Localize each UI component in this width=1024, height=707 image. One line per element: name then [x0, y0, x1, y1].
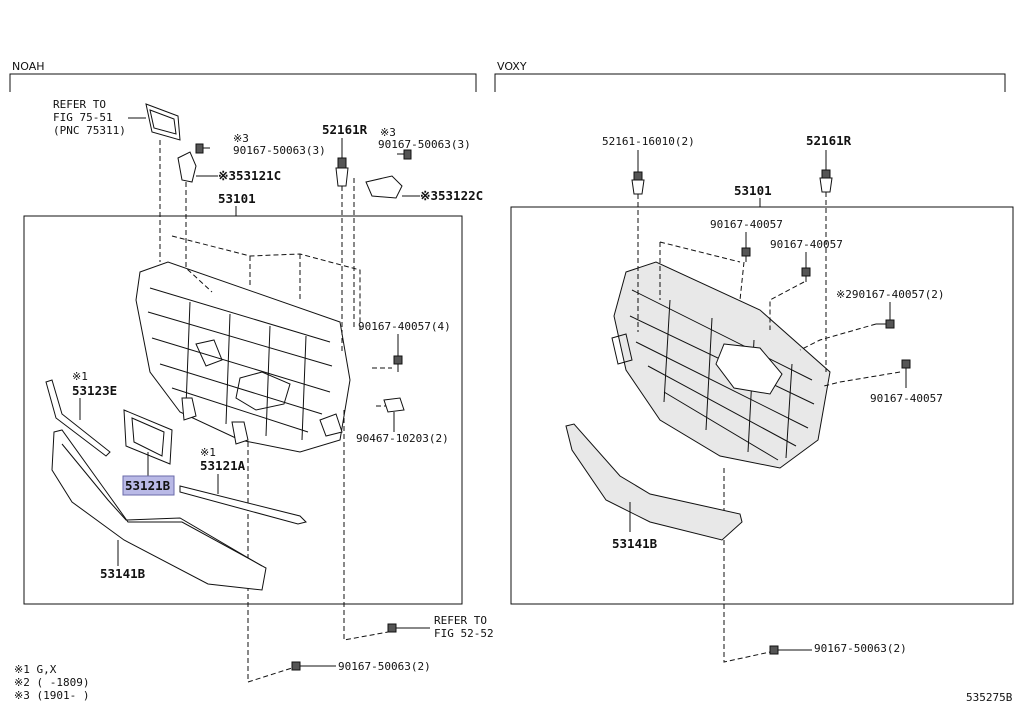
part-number-90467-10203-2[interactable]: 90467-10203(2)	[356, 432, 449, 445]
emblem-bracket-part	[145, 103, 181, 141]
lower-molding-53141b-voxy	[565, 423, 743, 541]
note-ref-1-a: ※1	[72, 370, 88, 383]
part-number-53141b-voxy[interactable]: 53141B	[612, 536, 658, 551]
note-ref-3-b: ※3	[380, 126, 396, 139]
part-number-90167-50063-3-right[interactable]: 90167-50063(3)	[378, 138, 471, 151]
molding-53121a-part	[179, 485, 307, 525]
part-number-90167-40057-b[interactable]: 90167-40057	[770, 238, 843, 251]
part-number-90167-50063-2-noah[interactable]: 90167-50063(2)	[338, 660, 431, 673]
part-number-53101-noah[interactable]: 53101	[218, 191, 256, 206]
lower-molding-53141b-noah	[51, 429, 267, 591]
bolt-icon	[195, 143, 210, 154]
part-number-53123e[interactable]: 53123E	[72, 383, 117, 398]
part-number-90167-50063-2-voxy[interactable]: 90167-50063(2)	[814, 642, 907, 655]
bolt-icon	[901, 359, 911, 388]
bezel-53121b-part	[123, 409, 173, 465]
part-number-52161r-voxy[interactable]: 52161R	[806, 133, 852, 148]
part-number-90167-40057-a[interactable]: 90167-40057	[710, 218, 783, 231]
bolt-icon	[291, 661, 336, 671]
bracket-53121c-part	[177, 151, 197, 183]
radiator-grille-53101-noah	[135, 261, 351, 453]
part-number-90167-50063-3-left[interactable]: 90167-50063(3)	[233, 144, 326, 157]
note-ref-1-b: ※1	[200, 446, 216, 459]
clip-icon	[383, 397, 405, 413]
part-number-52161-16010-2[interactable]: 52161-16010(2)	[602, 135, 695, 148]
refer-line-2: FIG 75-51	[53, 111, 113, 124]
refer-bottom-line-1: REFER TO	[434, 614, 487, 627]
refer-line-3: (PNC 75311)	[53, 124, 126, 137]
bolt-icon	[741, 247, 751, 262]
refer-bottom-line-2: FIG 52-52	[434, 627, 494, 640]
part-number-52161r-noah[interactable]: 52161R	[322, 122, 368, 137]
clip-icon	[819, 169, 833, 193]
legend-line-1: ※1 G,X	[14, 663, 57, 676]
part-number-53122c[interactable]: ※353122C	[420, 188, 483, 203]
footnote-legend: ※1 G,X ※2 ( -1809) ※3 (1901- )	[14, 663, 89, 702]
voxy-label: VOXY	[497, 60, 527, 73]
part-number-90167-40057-d[interactable]: 90167-40057	[870, 392, 943, 405]
part-number-53121a[interactable]: 53121A	[200, 458, 246, 473]
noah-section-header: NOAH	[9, 60, 477, 92]
bracket-53122c-part	[365, 175, 403, 199]
clip-icon	[631, 171, 645, 195]
legend-line-3: ※3 (1901- )	[14, 689, 89, 702]
voxy-assembly-frame	[510, 206, 1014, 605]
refer-line-1: REFER TO	[53, 98, 106, 111]
bolt-icon	[397, 149, 412, 160]
part-number-90167-40057-2[interactable]: ※290167-40057(2)	[836, 288, 945, 301]
part-number-53121b[interactable]: 53121B	[125, 478, 171, 493]
radiator-grille-53101-voxy	[611, 261, 831, 469]
part-number-53101-voxy[interactable]: 53101	[734, 183, 772, 198]
part-number-90167-40057-4[interactable]: 90167-40057(4)	[358, 320, 451, 333]
part-number-53121c[interactable]: ※353121C	[218, 168, 281, 183]
bolt-icon	[393, 355, 403, 372]
bolt-icon	[769, 645, 812, 655]
bolt-icon	[387, 623, 430, 633]
bolt-icon	[876, 319, 895, 329]
voxy-section-header: VOXY	[494, 60, 1006, 92]
bolt-icon	[801, 267, 811, 282]
noah-label: NOAH	[12, 60, 45, 73]
molding-53123e-part	[45, 379, 111, 457]
noah-assembly-frame	[23, 215, 463, 605]
note-ref-3: ※3	[233, 132, 249, 145]
highlighted-part-53121b[interactable]	[122, 475, 175, 496]
refer-fig-52-52-note[interactable]: REFER TO FIG 52-52	[434, 614, 494, 640]
clip-icon	[335, 157, 349, 187]
legend-line-2: ※2 ( -1809)	[14, 676, 89, 689]
diagram-id: 535275B	[966, 691, 1013, 704]
part-number-53141b-noah[interactable]: 53141B	[100, 566, 146, 581]
refer-fig-75-51-note[interactable]: REFER TO FIG 75-51 (PNC 75311)	[53, 98, 126, 137]
